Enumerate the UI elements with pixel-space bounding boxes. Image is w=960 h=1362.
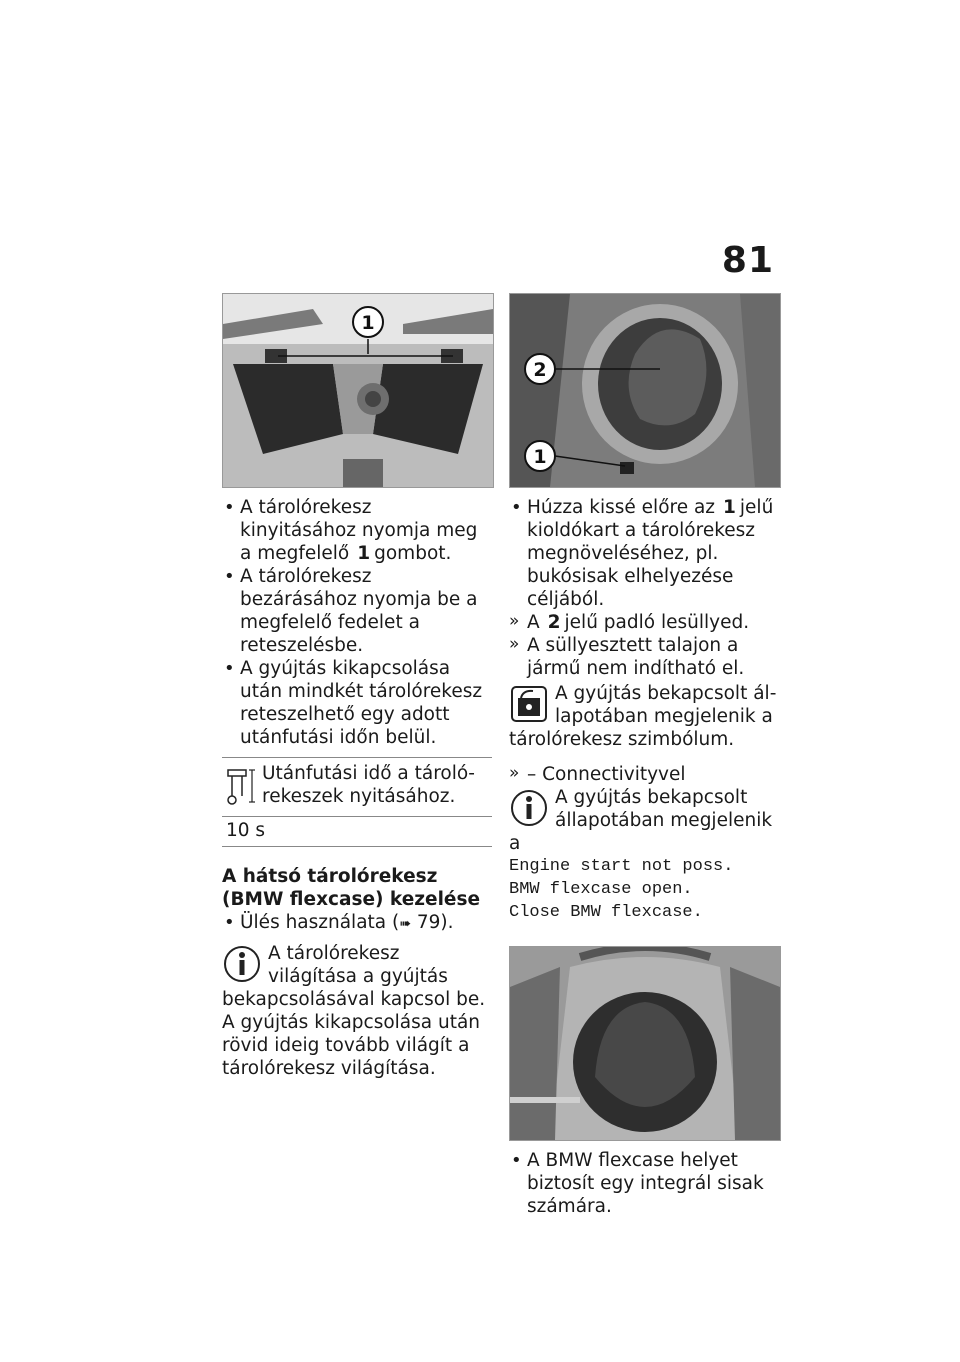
heading-line: A hátsó tárolórekesz bbox=[222, 866, 438, 887]
info-text: A gyújtás kikapcsolása után rö­vid ideig… bbox=[222, 1012, 481, 1079]
list-item: A gyújtás kikapcsolása után mindkét táro… bbox=[222, 657, 492, 749]
timer-icon bbox=[227, 769, 255, 805]
bullet-text: A tárolórekesz kinyitásához nyomja meg a… bbox=[240, 497, 478, 564]
bullet-text: Húzza kissé előre az bbox=[527, 497, 716, 518]
list-item: A BMW flexcase helyet bizto­sít egy inte… bbox=[509, 1149, 779, 1218]
spec-value: 10 s bbox=[226, 820, 266, 841]
page-reference: 79). bbox=[416, 912, 454, 933]
callout-number: 2 bbox=[547, 612, 561, 633]
bullet-text: Ülés használata ( bbox=[240, 912, 400, 933]
result-item: A süllyesztett talajon a jármű nem indít… bbox=[509, 633, 779, 680]
warning-note: A gyújtás bekapcsolt ál­lapotában megjel… bbox=[509, 682, 779, 751]
spec-label: Utánfutási idő a tároló­rekeszek nyitásá… bbox=[262, 763, 475, 807]
result-text: A bbox=[527, 612, 540, 633]
list-item: A tárolórekesz bezárásához nyomja be a m… bbox=[222, 565, 492, 657]
result-item: – Connectivityvel bbox=[509, 762, 779, 786]
image-label-2: 2 bbox=[533, 359, 546, 381]
spec-label-row: Utánfutási idő a tároló­rekeszek nyitásá… bbox=[222, 758, 492, 817]
info-text: A tárolórekesz világítása a gyújtás beka… bbox=[222, 943, 486, 1010]
display-message: Close BMW flexcase. bbox=[509, 903, 703, 922]
list-item: Ülés használata (➠ 79). bbox=[222, 911, 492, 936]
image-label-1: 1 bbox=[361, 312, 374, 334]
display-messages: Engine start not poss. BMW flexcase open… bbox=[509, 855, 779, 924]
page-reference-arrow-icon: ➠ bbox=[399, 916, 411, 932]
left-column: 1 A tárolórekesz kinyitásához nyomja meg… bbox=[222, 293, 494, 1080]
result-text: jelű padló lesüllyed. bbox=[564, 612, 750, 633]
list-item: A tárolórekesz kinyitásához nyomja meg a… bbox=[222, 496, 492, 565]
info-note: A gyújtás bekapcsolt állapotában megjele… bbox=[509, 786, 779, 924]
callout-number: 1 bbox=[723, 497, 736, 518]
spec-table: Utánfutási idő a tároló­rekeszek nyitásá… bbox=[222, 757, 492, 847]
bullet-text: gombot. bbox=[374, 543, 452, 564]
storage-buttons-photo: 1 bbox=[222, 293, 494, 488]
info-icon bbox=[224, 946, 260, 982]
callout-number: 1 bbox=[357, 543, 371, 564]
flexcase-helmet-photo bbox=[509, 946, 781, 1141]
info-text: A gyújtás bekapcsolt állapotában megjele… bbox=[509, 787, 773, 854]
bullet-text: jelű ki­oldókart a tárolórekesz meg­növe… bbox=[527, 497, 774, 610]
info-icon bbox=[511, 790, 547, 826]
heading-line: (BMW flexcase) kezelése bbox=[222, 889, 481, 910]
page-number: 81 bbox=[721, 240, 774, 281]
info-note: A tárolórekesz világítása a gyújtás beka… bbox=[222, 942, 492, 1080]
storage-compartment-icon bbox=[511, 686, 547, 722]
image-label-1: 1 bbox=[533, 446, 546, 468]
section-heading: A hátsó tárolórekesz (BMW flexcase) keze… bbox=[222, 865, 492, 911]
display-message: Engine start not poss. bbox=[509, 857, 734, 876]
display-message: BMW flexcase open. bbox=[509, 880, 693, 899]
warning-text: A gyújtás bekapcsolt ál­lapotában megjel… bbox=[509, 683, 777, 750]
flexcase-release-photo: 2 1 bbox=[509, 293, 781, 488]
